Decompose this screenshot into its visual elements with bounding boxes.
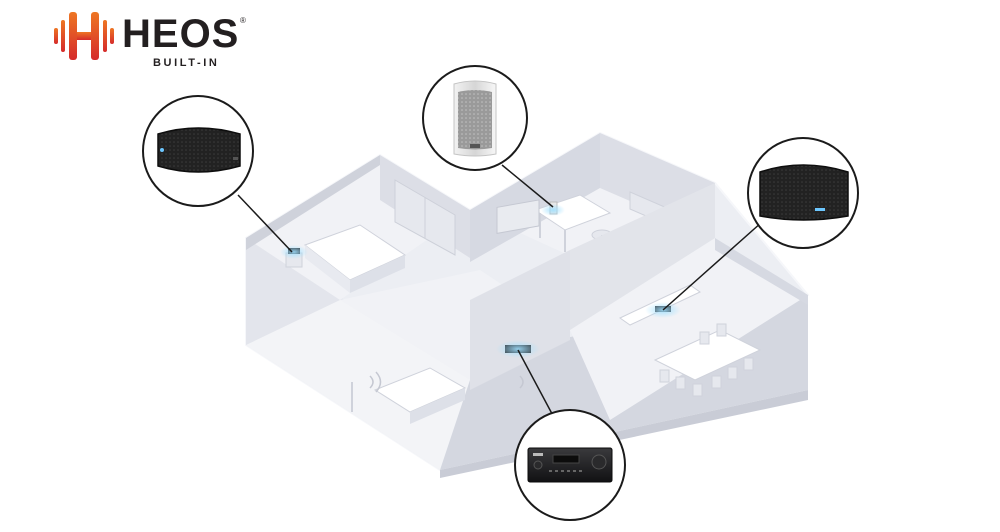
callout-speaker-dining <box>747 137 859 249</box>
callout-speaker-bedroom <box>142 95 254 207</box>
callout-lines <box>237 164 763 426</box>
callout-av-receiver <box>514 409 626 521</box>
av-receiver-icon <box>527 447 613 483</box>
wireless-speaker-large-icon <box>759 164 849 221</box>
callout-speaker-office <box>422 65 528 171</box>
wireless-speaker-tall-icon <box>453 80 497 157</box>
logo-subline: BUILT-IN <box>153 57 220 69</box>
dining-room <box>570 183 808 420</box>
heos-h-mark-icon <box>54 12 114 60</box>
heos-logo: HEOS ® BUILT-IN <box>52 6 252 70</box>
logo-wordmark: HEOS <box>122 12 240 56</box>
registered-mark: ® <box>240 16 246 25</box>
bedroom <box>246 155 470 300</box>
living-room <box>246 199 570 470</box>
wireless-speaker-icon <box>157 127 241 173</box>
